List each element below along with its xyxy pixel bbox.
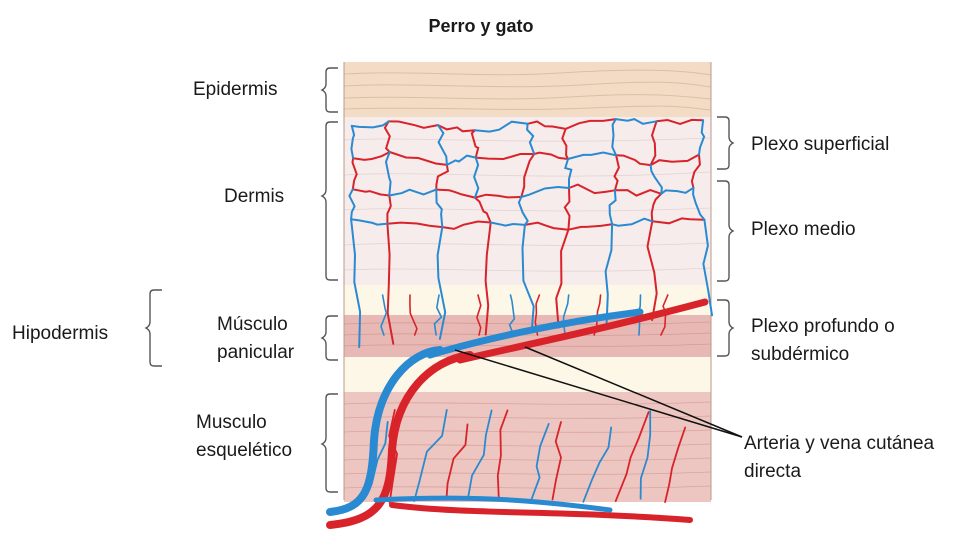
bracket-plexo-medio (717, 181, 733, 281)
label-epidermis: Epidermis (193, 78, 277, 102)
label-arteria-vena-line1: Arteria y vena cutánea (744, 430, 934, 458)
label-plexo-medio: Plexo medio (751, 218, 856, 242)
label-musculo-panicular-line2: panicular (217, 339, 294, 367)
bracket-plexo-superficial (717, 117, 733, 169)
label-plexo-profundo-line2: subdérmico (751, 341, 849, 369)
bracket-plexo-profundo (717, 300, 733, 356)
bracket-dermis (322, 122, 338, 280)
label-dermis: Dermis (224, 185, 284, 209)
bracket-esqueletico (322, 394, 338, 492)
label-plexo-profundo-line1: Plexo profundo o (751, 313, 895, 341)
bracket-panicular (322, 316, 338, 360)
label-plexo-superficial: Plexo superficial (751, 133, 889, 157)
label-hipodermis: Hipodermis (12, 322, 108, 346)
label-musculo-esqueletico-line1: Musculo (196, 409, 267, 437)
label-arteria-vena-line2: directa (744, 458, 801, 486)
bottom-artery-trunk (392, 505, 690, 520)
label-musculo-esqueletico-line2: esquelético (196, 437, 292, 465)
panicular-muscle-layer (344, 315, 711, 357)
diagram-title: Perro y gato (0, 16, 962, 37)
label-musculo-panicular-line1: Músculo (217, 311, 288, 339)
bracket-hipodermis (146, 290, 162, 366)
bracket-epidermis (322, 68, 338, 112)
